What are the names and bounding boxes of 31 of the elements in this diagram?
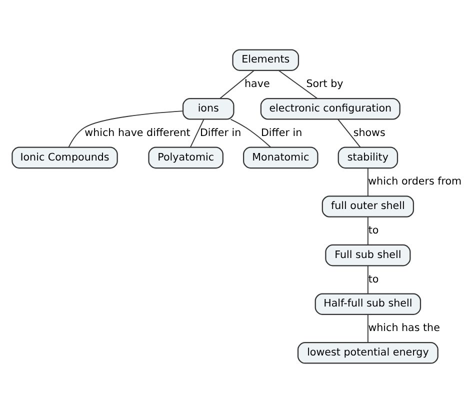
edge-label: to — [368, 272, 379, 285]
connector — [219, 70, 255, 98]
node-box: lowest potential energy — [297, 342, 438, 364]
node-box: Monatomic — [243, 146, 318, 168]
node-box: stability — [338, 146, 398, 168]
connector — [230, 118, 272, 148]
node-box: Ionic Compounds — [12, 146, 118, 168]
node-box: full outer shell — [322, 195, 414, 217]
connector — [367, 167, 368, 196]
connector — [190, 118, 204, 148]
node-box: Polyatomic — [148, 146, 224, 168]
edge-label: which orders from — [368, 175, 462, 188]
node-box: Half-full sub shell — [314, 292, 422, 314]
node-box: Full sub shell — [325, 244, 411, 266]
node-box: ions — [182, 98, 234, 120]
node-box: electronic configuration — [260, 98, 400, 120]
connector — [338, 118, 361, 148]
node-box: Elements — [232, 48, 300, 70]
edge-label: Differ in — [260, 126, 302, 138]
connector — [367, 216, 368, 245]
edge-label: Sort by — [306, 78, 344, 90]
edge-label: which have different — [84, 126, 190, 138]
edge-label: Differ in — [200, 126, 242, 138]
connector — [278, 70, 318, 98]
connector — [367, 314, 368, 342]
edge-label: shows — [353, 126, 386, 138]
edge-label: have — [244, 78, 270, 90]
connector — [68, 110, 184, 148]
connector — [367, 264, 368, 294]
edge-label: to — [368, 224, 379, 236]
edge-label: which has the — [368, 322, 440, 334]
